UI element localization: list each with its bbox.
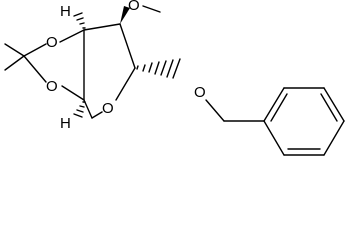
bond-o-bottom-c3 [61, 85, 85, 101]
bond-o-ring-c5 [91, 111, 103, 119]
bond-c5-c3 [83, 99, 93, 119]
bond-o-ch2 [205, 99, 225, 122]
bond-o-methyl [142, 5, 161, 13]
bond-c4-c2 [83, 23, 121, 31]
hash-bond-anomeric [136, 58, 181, 79]
atom-label-o-methoxy: O [128, 0, 140, 14]
methoxy-wedge [120, 6, 130, 24]
bond-c1-o-ring [115, 67, 136, 101]
bond-cme2-o-bottom [23, 55, 47, 83]
bond-o-top-c4 [59, 29, 85, 43]
hash-bond-top-h [73, 12, 86, 29]
atom-label-h-bottom: H [60, 115, 71, 132]
atom-label-o-dioxolane-bottom: O [46, 78, 58, 95]
atom-label-h-top: H [60, 3, 71, 20]
hash-bond-bottom-h [73, 101, 86, 118]
atom-label-o-benzyl: O [194, 84, 206, 101]
molecule-drawing: O O O O O H H [4, 0, 345, 156]
atom-label-o-ring: O [102, 100, 114, 117]
bond-c2-c1 [119, 23, 136, 69]
structure-diagram: O O O O O H H [4, 0, 345, 156]
atom-label-o-dioxolane-top: O [46, 34, 58, 51]
methyl-bond-upper [4, 43, 25, 57]
methyl-bond-lower [4, 55, 25, 71]
bond-cme2-o-top [23, 43, 47, 57]
benzene-ring [263, 87, 345, 156]
